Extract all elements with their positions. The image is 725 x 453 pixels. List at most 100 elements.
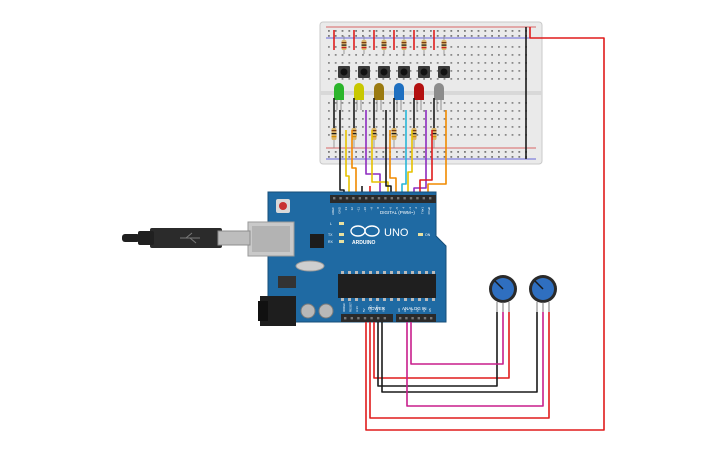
hole: [396, 62, 398, 64]
hole: [484, 102, 487, 104]
rail-hole: [362, 151, 364, 153]
hole: [362, 134, 364, 136]
hole: [355, 110, 357, 112]
hole: [457, 134, 459, 136]
rail-hole: [368, 156, 371, 158]
rail-hole: [355, 151, 357, 153]
hole: [402, 110, 405, 112]
hole: [464, 134, 466, 136]
hole: [491, 70, 493, 72]
hole: [484, 54, 487, 56]
potentiometer-1[interactable]: [489, 275, 517, 312]
rail-hole: [368, 151, 371, 153]
rail-hole: [348, 30, 351, 32]
hole: [470, 62, 473, 64]
hole: [409, 110, 412, 112]
hole: [416, 110, 419, 112]
hole: [348, 78, 351, 80]
hole: [355, 46, 357, 48]
hole: [423, 54, 425, 56]
rail-hole: [450, 35, 453, 37]
hole: [328, 134, 330, 136]
hole: [409, 102, 412, 104]
rail-hole: [504, 151, 507, 153]
hole: [436, 78, 439, 80]
power-analog-wires[interactable]: [365, 27, 605, 431]
rail-hole: [416, 35, 419, 37]
hole: [450, 126, 453, 128]
hole: [504, 54, 507, 56]
hole: [368, 54, 371, 56]
pushbutton[interactable]: [418, 66, 430, 78]
hole: [416, 126, 419, 128]
hole: [396, 46, 398, 48]
rail-hole: [368, 30, 371, 32]
rail-hole: [334, 30, 337, 32]
hole: [430, 118, 432, 120]
rail-hole: [375, 156, 378, 158]
hole: [416, 62, 419, 64]
hole: [518, 110, 521, 112]
hole: [491, 78, 493, 80]
hole: [375, 102, 378, 104]
rail-hole: [443, 156, 446, 158]
rail-hole: [436, 151, 439, 153]
digital-pin-label: ~9: [369, 207, 373, 211]
rail-hole: [368, 35, 371, 37]
hole: [511, 54, 514, 56]
header-pin: [363, 317, 367, 320]
header-pin: [365, 197, 368, 200]
header-pin: [422, 197, 425, 200]
hole: [382, 134, 385, 136]
rail-hole: [341, 156, 344, 158]
pushbutton[interactable]: [398, 66, 410, 78]
hole: [464, 46, 466, 48]
hole: [368, 118, 371, 120]
rail-hole: [416, 30, 419, 32]
board-name: UNO: [384, 227, 409, 239]
hole: [334, 70, 337, 72]
hole: [498, 126, 500, 128]
resistor: [331, 120, 337, 148]
hole: [470, 134, 473, 136]
rail-hole: [409, 151, 412, 153]
onboard-leds: L TX RX ON: [328, 222, 431, 244]
hole: [504, 110, 507, 112]
rail-hole: [402, 35, 405, 37]
pushbutton[interactable]: [358, 66, 370, 78]
potentiometer-2[interactable]: [529, 275, 557, 312]
brand-label: ARDUINO: [352, 240, 375, 246]
hole: [416, 46, 419, 48]
hole: [518, 70, 521, 72]
hole: [484, 126, 487, 128]
rail-hole: [470, 156, 473, 158]
hole: [491, 46, 493, 48]
hole: [368, 62, 371, 64]
hole: [396, 70, 398, 72]
hole: [375, 46, 378, 48]
hole: [389, 102, 391, 104]
hole: [477, 62, 480, 64]
usb-cable: [122, 228, 251, 248]
rail-hole: [450, 156, 453, 158]
header-pin: [417, 317, 420, 320]
capacitor: [318, 303, 334, 319]
hole: [368, 46, 371, 48]
led-tx-label: TX: [328, 233, 333, 237]
hole: [511, 126, 514, 128]
hole: [498, 110, 500, 112]
hole: [498, 46, 500, 48]
hole: [443, 118, 446, 120]
hole: [450, 110, 453, 112]
hole: [402, 54, 405, 56]
pushbutton[interactable]: [378, 66, 390, 78]
hole: [368, 134, 371, 136]
hole: [470, 110, 473, 112]
pushbutton[interactable]: [338, 66, 350, 78]
hole: [464, 126, 466, 128]
rail-hole: [430, 35, 432, 37]
hole: [348, 102, 351, 104]
pushbutton[interactable]: [438, 66, 450, 78]
rail-hole: [511, 30, 514, 32]
